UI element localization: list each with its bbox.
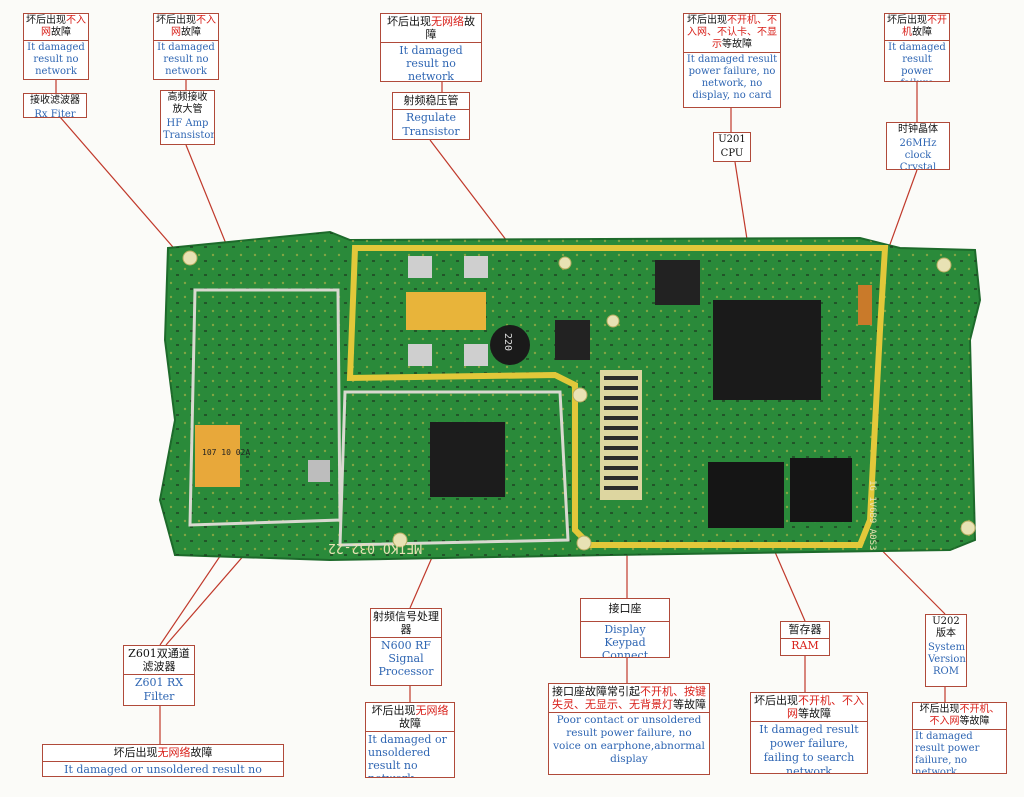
tantalum-cap-top	[406, 292, 486, 330]
callout-fault-regulate: 坏后出现无网络故障 It damaged result no network	[380, 13, 482, 82]
callout-fault-rx-filter: 坏后出现不入网故障 It damaged result no network	[23, 13, 89, 80]
callout-hf-amp: 高频接收放大管 HF Amp Transistor	[160, 90, 215, 145]
callout-z601: Z601双通道滤波器 Z601 RX Filter	[123, 645, 195, 706]
small-ic-b	[555, 320, 590, 360]
callout-rom: U202 版本 System Version ROM	[925, 614, 967, 687]
callout-fault-ram: 坏后出现不开机、不入网等故障 It damaged result power f…	[750, 692, 868, 774]
inductor-marking: 220	[502, 333, 513, 351]
callout-fault-hf-amp: 坏后出现不入网故障 It damaged result no network	[153, 13, 219, 80]
callout-crystal: 时钟晶体 26MHz clock Crystal	[886, 122, 950, 170]
callout-fault-z601: 坏后出现无网络故障 It damaged or unsoldered resul…	[42, 744, 284, 777]
callout-cpu: U201 CPU	[713, 132, 751, 162]
small-ic-a	[655, 260, 700, 305]
crystal-part	[858, 285, 872, 325]
n600-chip	[430, 422, 505, 497]
callout-fault-n600: 坏后出现无网络故障 It damaged or unsoldered resul…	[365, 702, 455, 778]
shield-trace-rf	[338, 390, 570, 547]
callout-fault-crystal: 坏后出现不开机故障 It damaged result power failur…	[884, 13, 950, 82]
callout-socket: 接口座 Display Keypad Connect Socket	[580, 598, 670, 658]
tantalum-cap-left	[195, 425, 240, 487]
inductor	[490, 325, 530, 365]
callout-fault-rom: 坏后出现不开机、不入网等故障 It damaged result power f…	[912, 702, 1007, 774]
cap-marking: 107 10 02A	[202, 448, 250, 457]
ram-chip	[708, 462, 784, 528]
callout-fault-cpu: 坏后出现不开机、不入网、不认卡、不显示等故障 It damaged result…	[683, 13, 781, 108]
callout-regulate: 射频稳压管 Regulate Transistor	[392, 92, 470, 140]
board-marking: MEIKO 032-22	[328, 540, 422, 555]
rom-chip	[790, 458, 852, 522]
shield-trace-rx	[188, 288, 342, 527]
callout-n600: 射频信号处理器 N600 RF Signal Processor	[370, 608, 442, 686]
callout-fault-socket: 接口座故障常引起不开机、按键失灵、无显示、无背景灯等故障 Poor contac…	[548, 683, 710, 775]
callout-rx-filter: 接收滤波器 Rx Fiter	[23, 93, 87, 118]
callout-ram: 暂存器 RAM	[780, 621, 830, 656]
side-marking: 1G 1V6B9 A0S3	[867, 480, 877, 550]
z601-part	[308, 460, 330, 482]
cpu-chip	[713, 300, 821, 400]
